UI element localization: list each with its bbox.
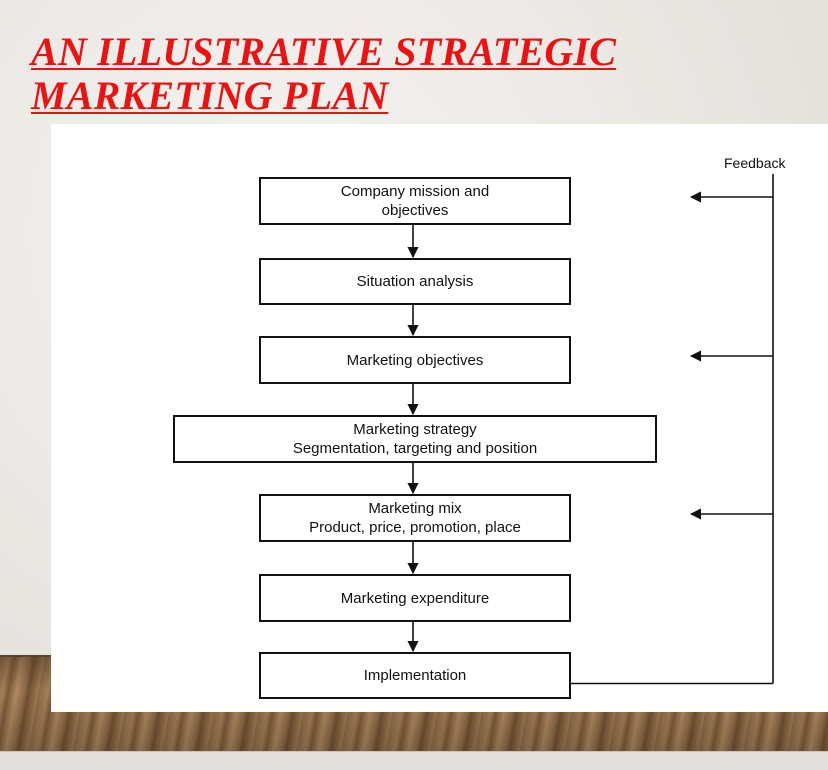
node-marketing-expenditure-line-1: Marketing expenditure xyxy=(340,589,490,607)
slide-title-line-1: AN ILLUSTRATIVE STRATEGIC xyxy=(31,29,617,74)
node-marketing-mix-line-1: Marketing mix xyxy=(368,500,462,517)
node-situation-analysis: Situation analysis xyxy=(259,258,571,305)
slide-title: AN ILLUSTRATIVE STRATEGIC MARKETING PLAN xyxy=(31,30,616,118)
bottom-bar xyxy=(0,751,828,770)
node-marketing-mix-line-2: Product, price, promotion, place xyxy=(309,519,521,536)
slide-title-line-2: MARKETING PLAN xyxy=(31,73,389,118)
node-marketing-strategy: Marketing strategy Segmentation, targeti… xyxy=(173,415,657,463)
node-marketing-expenditure: Marketing expenditure xyxy=(259,574,571,622)
node-implementation: Implementation xyxy=(259,652,571,699)
node-company-mission-line-2: objectives xyxy=(381,202,449,219)
node-company-mission-line-1: Company mission and xyxy=(340,183,490,200)
node-marketing-objectives: Marketing objectives xyxy=(259,336,571,384)
flowchart-panel: Feedback Company mission and objectives … xyxy=(51,124,828,712)
flowchart-connectors xyxy=(407,174,774,685)
node-company-mission: Company mission and objectives xyxy=(259,177,571,225)
node-marketing-mix: Marketing mix Product, price, promotion,… xyxy=(259,494,571,542)
node-situation-analysis-line-1: Situation analysis xyxy=(356,273,474,290)
node-marketing-strategy-line-1: Marketing strategy xyxy=(353,421,477,438)
node-marketing-objectives-line-1: Marketing objectives xyxy=(346,351,484,369)
feedback-label: Feedback xyxy=(724,155,786,171)
node-marketing-strategy-line-2: Segmentation, targeting and position xyxy=(292,440,538,457)
node-implementation-line-1: Implementation xyxy=(363,667,467,684)
